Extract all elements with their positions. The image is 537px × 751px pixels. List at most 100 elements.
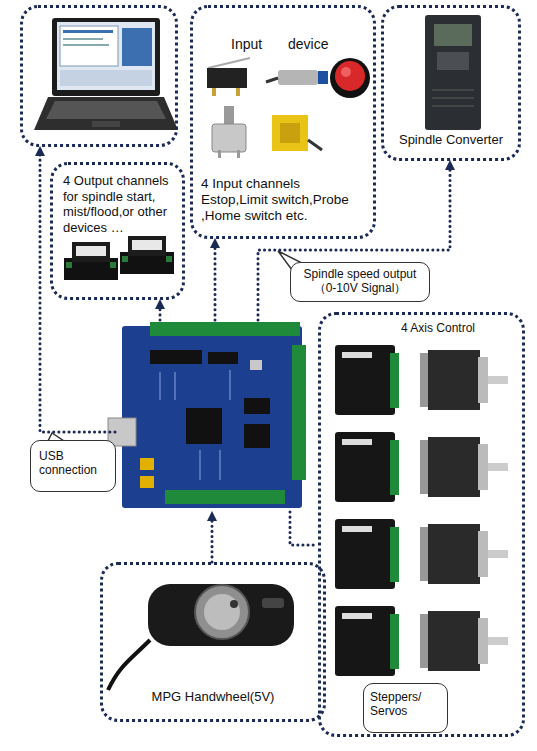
dotted-connector: [159, 300, 162, 320]
laptop-illustration: [46, 101, 166, 119]
handwheel-illustration: [230, 600, 238, 608]
potentiometer-illustration: [224, 106, 234, 126]
dotted-connector: [40, 147, 115, 432]
inductive-sensor-illustration: [308, 140, 322, 150]
controller-board-illustration: [108, 322, 306, 508]
controller-board-illustration: [244, 424, 270, 448]
proximity-sensor-illustration: [318, 71, 328, 84]
stepper-motor-illustration: [428, 350, 480, 410]
stepper-motor-illustration: [428, 437, 480, 497]
estop-illustration: [335, 61, 365, 91]
microswitch-illustration: [207, 58, 250, 96]
stepper-motor-illustration: [420, 614, 428, 668]
callout-box: Steppers/ Servos: [363, 683, 448, 733]
node-text: Spindle speed output （0-10V Signal）: [295, 267, 425, 296]
stepper-motor-illustration: [420, 527, 428, 581]
laptop-illustration: [60, 70, 152, 86]
stepper-driver-illustration: [335, 606, 395, 676]
laptop-illustration: [34, 97, 178, 130]
callout-box: Spindle speed output （0-10V Signal）: [290, 262, 430, 302]
controller-board-illustration: [140, 458, 154, 470]
axis-control-group: 4 Axis ControlSteppers/ Servos: [318, 312, 525, 737]
relay-illustration: [64, 236, 174, 280]
relay-illustration: [76, 246, 106, 256]
inverter-illustration: [437, 52, 469, 70]
handwheel-illustration: [108, 640, 150, 690]
node-text: 4 Input channels Estop,Limit switch,Prob…: [201, 176, 366, 225]
spindle-converter-group: Spindle Converter: [381, 5, 521, 161]
proximity-sensor-illustration: [266, 78, 278, 82]
stepper-driver-illustration: [335, 345, 395, 415]
handwheel-illustration: [148, 584, 294, 646]
laptop-group: [20, 5, 178, 147]
inverter-illustration: [425, 15, 481, 130]
stepper-driver-illustration: [390, 353, 399, 408]
laptop-illustration: [63, 38, 103, 40]
stepper-motor-illustration: [478, 444, 488, 490]
microswitch-illustration: [236, 88, 240, 96]
handwheel-illustration: [262, 598, 284, 608]
relay-illustration: [66, 262, 72, 268]
node-text: MPG Handwheel(5V): [103, 689, 323, 705]
proximity-sensor-illustration: [278, 70, 318, 85]
stepper-motor-illustration: [420, 353, 428, 407]
handwheel-illustration: [108, 584, 294, 690]
potentiometer-illustration: [212, 106, 246, 158]
input-device-group: Input device 4 Input channels Estop,Limit…: [190, 5, 376, 239]
controller-board-illustration: [244, 398, 270, 414]
controller-board-illustration: [292, 345, 306, 480]
node-text: 4 Axis Control: [401, 321, 521, 335]
node-text: Steppers/ Servos: [370, 690, 442, 719]
relay-illustration: [110, 262, 116, 268]
node-text: Input device: [231, 36, 371, 53]
controller-board-illustration: [150, 322, 300, 336]
dotted-connector: [290, 512, 318, 545]
potentiometer-illustration: [212, 124, 246, 152]
inductive-sensor-illustration: [272, 115, 308, 151]
controller-board: [115, 320, 307, 512]
stepper-driver-illustration: [342, 439, 372, 445]
callout-box: USB connection: [30, 440, 116, 492]
stepper-motor-illustration: [420, 350, 508, 671]
inverter-illustration: [425, 15, 481, 130]
handwheel-illustration: [195, 585, 249, 639]
inverter-illustration: [432, 97, 474, 99]
output-channels-group: 4 Output channels for spindle start, mis…: [50, 162, 185, 300]
stepper-motor-illustration: [488, 637, 508, 645]
stepper-driver-illustration: [390, 614, 399, 669]
relay-illustration: [132, 240, 162, 250]
estop-illustration: [341, 67, 351, 77]
stepper-driver-illustration: [335, 519, 395, 589]
estop-illustration: [330, 58, 370, 98]
dotted-connector: [211, 512, 214, 562]
laptop-illustration: [63, 44, 109, 46]
controller-board-illustration: [122, 326, 302, 508]
laptop-illustration: [92, 121, 120, 127]
stepper-motor-illustration: [488, 550, 508, 558]
potentiometer-illustration: [237, 150, 240, 158]
relay-illustration: [72, 242, 110, 262]
stepper-driver-illustration: [342, 352, 372, 358]
relay-illustration: [166, 256, 172, 262]
controller-board-illustration: [160, 370, 230, 480]
callout-tail: [48, 251, 302, 441]
stepper-motor-illustration: [488, 463, 508, 471]
stepper-driver-illustration: [390, 440, 399, 495]
inverter-illustration: [432, 105, 474, 107]
inductive-sensor-illustration: [280, 123, 300, 143]
controller-board-illustration: [186, 408, 222, 444]
handwheel-illustration: [204, 594, 240, 630]
microswitch-illustration: [212, 88, 216, 96]
stepper-motor-illustration: [478, 531, 488, 577]
node-text: Spindle Converter: [384, 132, 518, 148]
laptop-illustration: [63, 30, 113, 33]
estop-illustration: [330, 58, 370, 98]
relay-illustration: [122, 256, 128, 262]
laptop-illustration: [60, 26, 118, 66]
controller-board-illustration: [165, 490, 285, 504]
stepper-driver-illustration: [335, 345, 399, 676]
laptop-illustration: [52, 18, 160, 96]
